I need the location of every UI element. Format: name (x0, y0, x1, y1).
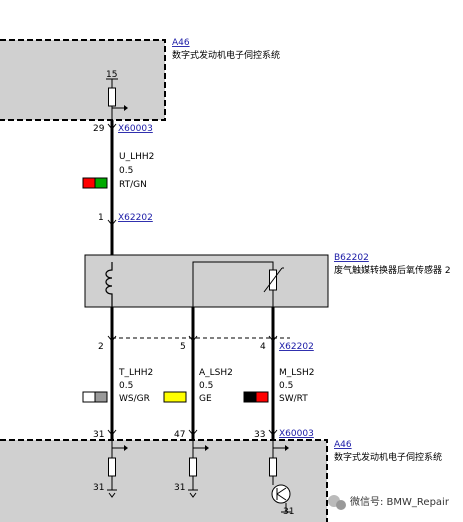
sensor-ref[interactable]: B62202 (334, 253, 369, 263)
bottom-ecu-ref[interactable]: A46 (334, 440, 352, 450)
ground-pin-2: 31 (174, 483, 185, 493)
wire-upper-color: RT/GN (119, 180, 147, 190)
wire-1-name: T_LHH2 (118, 368, 153, 378)
ground-pin-3: 31 (283, 507, 294, 517)
sensor-pin-5: 5 (180, 342, 186, 352)
connector-x62202-mid[interactable]: X62202 (118, 213, 153, 223)
wire-2-gauge: 0.5 (199, 381, 213, 391)
ground-pin-1: 31 (93, 483, 104, 493)
oxygen-sensor-module (84, 254, 329, 308)
wire-3-name: M_LSH2 (279, 368, 315, 378)
wire-2-color: GE (199, 394, 212, 404)
sensor-pin-2: 2 (98, 342, 104, 352)
pin-29: 29 (93, 124, 105, 134)
top-ecu-ref[interactable]: A46 (172, 38, 190, 48)
sensor-name: 废气触媒转换器后氧传感器 2 (334, 264, 451, 276)
wire-1-gauge: 0.5 (119, 381, 133, 391)
sensor-pin-4: 4 (260, 342, 266, 352)
wire-upper-name: U_LHH2 (119, 152, 154, 162)
wire-3-color: SW/RT (279, 394, 308, 404)
wire-1-color: WS/GR (119, 394, 150, 404)
ecu-pin-33: 33 (254, 430, 265, 440)
ecu-pin-47: 47 (174, 430, 185, 440)
wire-2-swatch (163, 391, 187, 403)
wire-upper-gauge: 0.5 (119, 166, 133, 176)
wire-3-gauge: 0.5 (279, 381, 293, 391)
top-ecu-name: 数字式发动机电子伺控系统 (172, 49, 280, 61)
top-ecu-module: A46 数字式发动机电子伺控系统 15 (0, 38, 280, 121)
wire-upper-swatch (82, 177, 108, 189)
ecu-pin-31: 31 (93, 430, 104, 440)
watermark: 微信号: BMW_Repair (328, 495, 450, 510)
pin-1: 1 (98, 213, 104, 223)
bottom-ecu-name: 数字式发动机电子伺控系统 (334, 451, 442, 463)
connector-x62202-bottom[interactable]: X62202 (279, 342, 314, 352)
top-pin-15: 15 (106, 70, 117, 80)
bottom-ecu-module (0, 439, 328, 522)
connector-x60003-top[interactable]: X60003 (118, 124, 153, 134)
wire-2-name: A_LSH2 (199, 368, 233, 378)
wire-3-swatch (243, 391, 269, 403)
watermark-text: 微信号: BMW_Repair (350, 495, 450, 508)
connector-x60003-bottom[interactable]: X60003 (279, 429, 314, 439)
wire-1-swatch (82, 391, 108, 403)
